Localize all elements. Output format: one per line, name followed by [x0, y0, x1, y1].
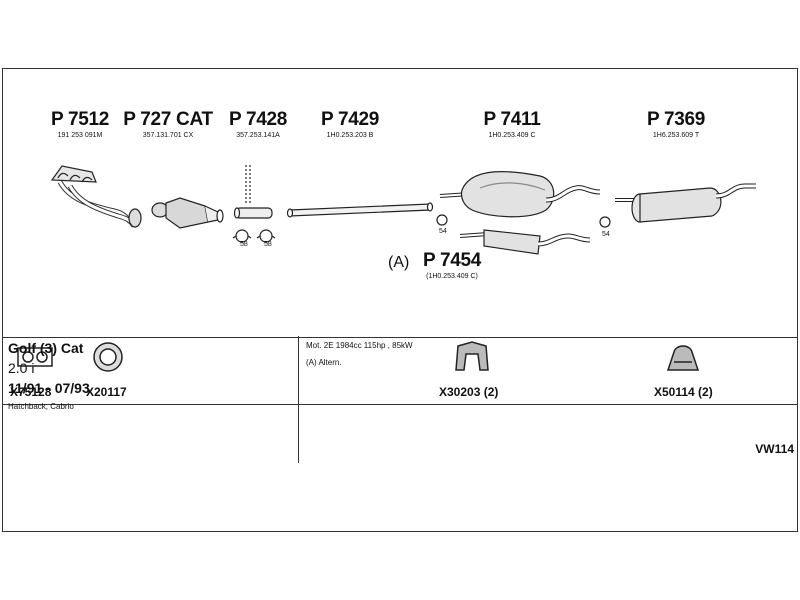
oe-number: 1H0.253.409 C: [488, 132, 536, 139]
sleeve-drawing: [233, 165, 273, 219]
clamp-drawing: [232, 229, 276, 243]
clamp-drawing: [436, 214, 611, 228]
vehicle-body-type: Hatchback, Cabrio: [8, 402, 74, 411]
centre-silencer-drawing: [439, 171, 601, 218]
alternative-marker: (A): [388, 254, 410, 271]
part-number: P 7512: [50, 109, 110, 130]
intermediate-pipe-drawing: [286, 202, 434, 218]
clamp-size-label: 58: [240, 241, 248, 248]
part-p7369[interactable]: P 7369 1H6.253.609 T: [636, 109, 716, 139]
clamp-size-label: 54: [602, 231, 610, 238]
oe-number: 357.253.141A: [236, 132, 280, 139]
accessory-x20117[interactable]: X20117: [86, 385, 127, 399]
diagram-code: VW114: [755, 442, 794, 456]
part-p7428[interactable]: P 7428 357.253.141A: [218, 109, 298, 139]
alternative-note: (A) Altern.: [306, 358, 342, 367]
accessory-x75128[interactable]: X75128: [10, 385, 52, 399]
info-divider: [298, 336, 299, 463]
ring-gasket-icon: [93, 342, 123, 372]
part-p7454[interactable]: P 7454 (1H0.253.409 C): [412, 250, 492, 280]
diagram-frame: [2, 68, 798, 532]
clamp-size-label: 58: [264, 241, 272, 248]
gasket-icon: [17, 347, 53, 367]
rear-silencer-drawing: [615, 183, 756, 223]
rubber-mount-icon: [455, 341, 489, 371]
oe-number: 1H6.253.609 T: [652, 132, 700, 139]
front-pipe-drawing: [50, 165, 142, 228]
section-divider: [3, 404, 797, 405]
part-p7411[interactable]: P 7411 1H0.253.409 C: [472, 109, 552, 139]
alternative-silencer-drawing: [459, 229, 591, 255]
engine-spec: Mot. 2E 1984cc 115hp , 85kW: [306, 341, 413, 350]
section-divider: [3, 337, 797, 338]
part-number: P 727 CAT: [123, 109, 213, 130]
vehicle-years: 11/91 - 07/93: [8, 380, 90, 396]
part-number: P 7428: [228, 109, 288, 130]
vehicle-engine: 2.0 i: [8, 360, 35, 376]
accessory-x30203[interactable]: X30203 (2): [439, 385, 499, 399]
part-number: P 7454: [422, 250, 482, 271]
clamp-size-label: 54: [439, 228, 447, 235]
catalyst-drawing: [151, 197, 224, 229]
oe-number: (1H0.253.409 C): [426, 273, 478, 280]
part-number: P 7411: [483, 109, 541, 130]
accessory-x50114[interactable]: X50114 (2): [654, 385, 713, 399]
hanger-bracket-icon: [666, 345, 700, 371]
oe-number: 191 253 091M: [57, 132, 103, 139]
part-number: P 7369: [646, 109, 706, 130]
oe-number: 357.131.701 CX: [142, 132, 194, 139]
vehicle-model: Golf (3) Cat: [8, 340, 84, 356]
part-number: P 7429: [320, 109, 380, 130]
part-p7429[interactable]: P 7429 1H0.253.203 B: [310, 109, 390, 139]
oe-number: 1H0.253.203 B: [326, 132, 374, 139]
part-p7512[interactable]: P 7512 191 253 091M: [40, 109, 120, 139]
part-p727cat[interactable]: P 727 CAT 357.131.701 CX: [118, 109, 218, 139]
